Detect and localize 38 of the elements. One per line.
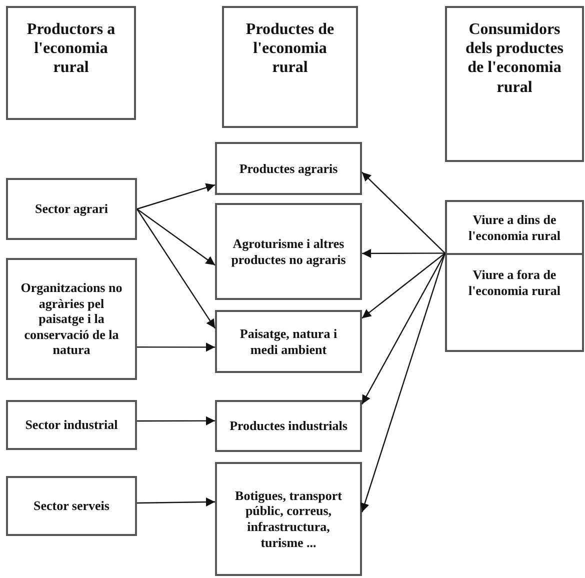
box-label: Sector serveis [32, 498, 110, 514]
arrow [362, 252, 446, 319]
arrow [362, 248, 445, 258]
text-box [215, 142, 362, 195]
box-label: Productes agraris [238, 160, 339, 176]
box-label: Organitzacions no agràries pel paisatge i la conservació de la natura [20, 280, 124, 358]
box-label: Botigues, transport públic, correus, infrastructura, turisme ... [234, 488, 343, 550]
group-box [445, 200, 584, 352]
arrow [136, 208, 216, 329]
box-label: Consumidors dels productes de l'economia rural [464, 20, 564, 97]
box-label: Productes de l'economia rural [244, 20, 336, 78]
arrow [360, 253, 446, 512]
arrow [136, 183, 216, 210]
arrow [136, 208, 216, 266]
arrow [137, 342, 215, 352]
box-label: Paisatge, natura i medi ambient [238, 326, 338, 358]
text-box [215, 400, 362, 452]
box-label: Sector agrari [34, 201, 110, 217]
text-box [6, 6, 136, 120]
text-box [215, 310, 362, 373]
box-label: Productors a l'economia rural [26, 20, 116, 78]
arrow [137, 416, 215, 426]
arrow [361, 252, 446, 404]
box-label: Agroturisme i altres productes no agraris [230, 236, 347, 268]
text-box [6, 400, 137, 450]
box-label: Productes industrials [228, 418, 348, 434]
text-box [222, 6, 358, 128]
box-label: Sector industrial [24, 417, 119, 433]
text-box [6, 258, 137, 380]
box-label: Viure a fora de l'economia rural [467, 267, 562, 298]
arrow [137, 498, 215, 507]
text-box [6, 178, 137, 240]
text-box [445, 6, 584, 162]
text-box [215, 462, 362, 576]
box-label: Viure a dins de l'economia rural [467, 212, 562, 244]
text-box [215, 203, 362, 300]
text-box [6, 476, 137, 536]
arrow [362, 172, 446, 254]
